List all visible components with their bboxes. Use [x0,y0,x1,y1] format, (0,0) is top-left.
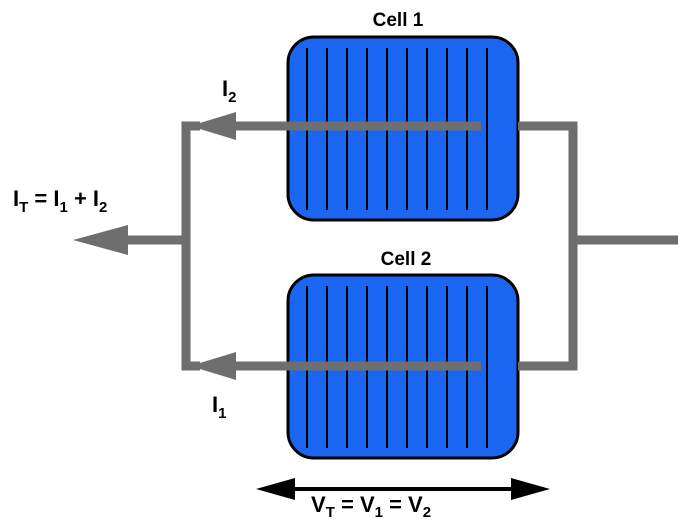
voltage-arrow [256,478,550,500]
voltage-label: VT = V1 = V2 [311,492,431,519]
current-arrows [73,112,236,380]
arrow-i1-icon [190,352,236,380]
current-i2-label: I2 [222,76,236,106]
wire-left-bus [181,121,200,371]
voltage-arrow-left-icon [256,478,295,500]
cell-1-label: Cell 1 [373,10,424,31]
wire-right-loop [518,121,578,371]
arrow-i2-icon [190,112,236,140]
total-current-label: IT = I1 + I2 [13,186,107,216]
arrow-total-current-icon [73,225,128,255]
current-i1-label: I1 [212,392,226,422]
cell-2-label: Cell 2 [381,249,432,270]
voltage-arrow-right-icon [511,478,550,500]
